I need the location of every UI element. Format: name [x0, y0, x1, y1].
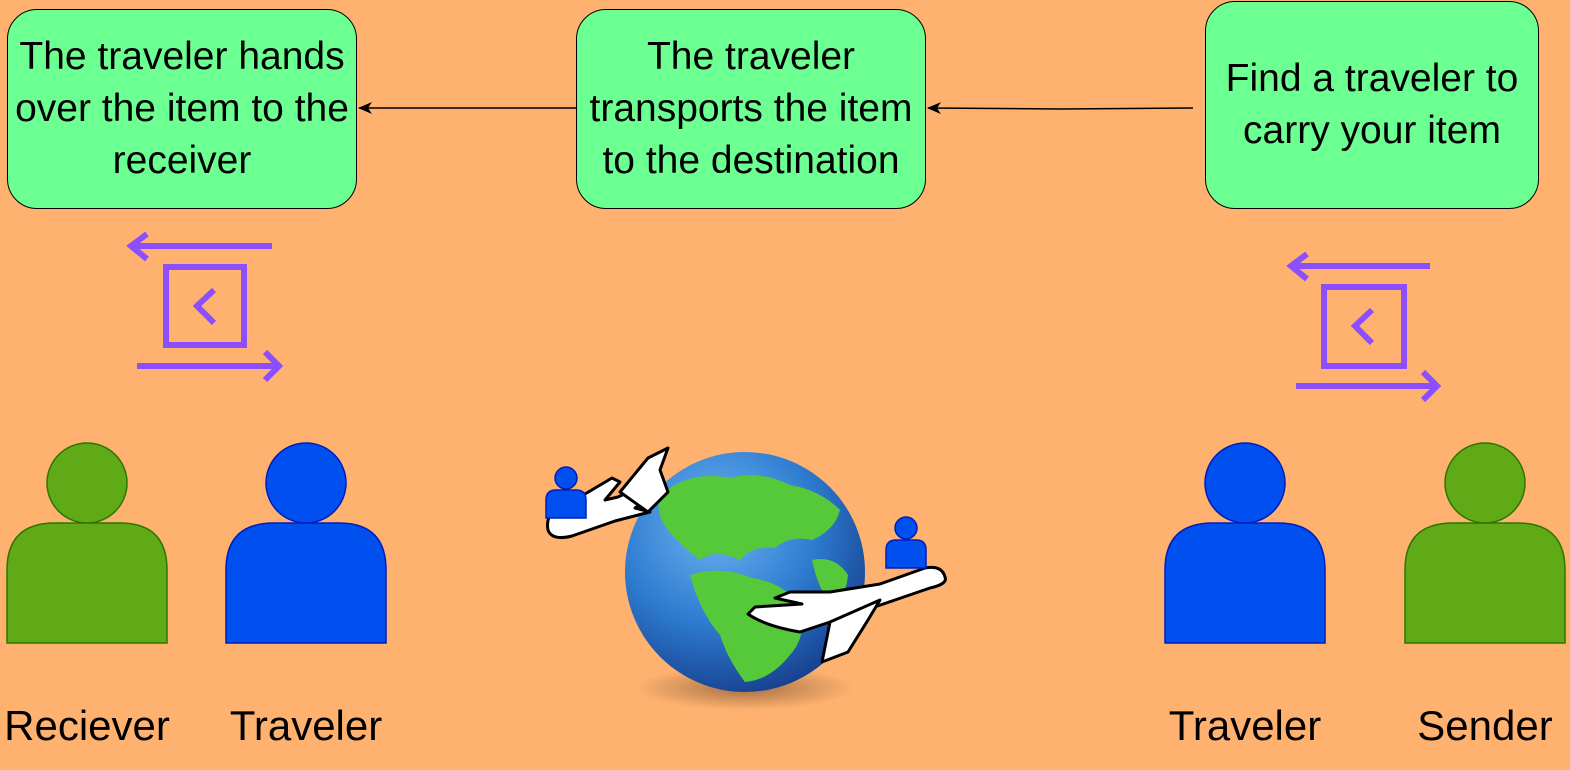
person-icon [1404, 442, 1566, 644]
exchange-icon [1286, 251, 1442, 403]
traveler-label-left: Traveler [229, 702, 383, 749]
step-transport-item-text: The traveler transports the item to the … [589, 35, 913, 182]
step-hand-over: The traveler hands over the item to the … [7, 9, 357, 209]
step-hand-over-text: The traveler hands over the item to the … [15, 35, 349, 182]
step-transport-item: The traveler transports the item to the … [576, 9, 926, 209]
person-icon [225, 442, 387, 644]
receiver-label: Reciever [4, 702, 170, 749]
person-icon [885, 516, 927, 569]
exchange-icon [126, 231, 284, 383]
traveler-label-right: Traveler [1168, 702, 1322, 749]
person-icon [1164, 442, 1326, 644]
sender-label: Sender [1417, 702, 1553, 749]
airplane-icon [746, 565, 947, 664]
person-icon [6, 442, 168, 644]
step-find-traveler-text: Find a traveler to carry your item [1225, 57, 1519, 152]
arrow-find-to-transport [927, 102, 1194, 115]
step-find-traveler: Find a traveler to carry your item [1205, 1, 1539, 209]
person-icon [545, 466, 587, 519]
airplane-icon [546, 446, 670, 539]
